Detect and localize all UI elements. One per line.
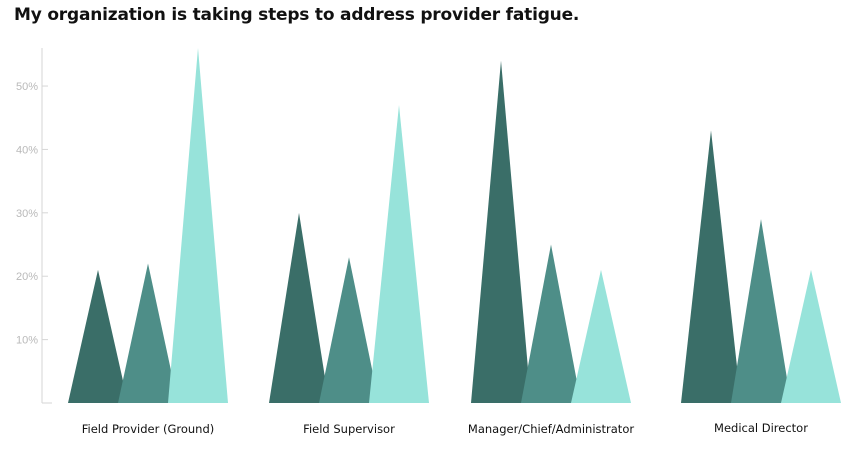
x-category-label: Field Supervisor: [303, 422, 395, 436]
bar-mark: [521, 244, 581, 403]
bar-mark: [168, 48, 228, 403]
bar-mark: [269, 212, 329, 403]
x-category-label: Field Provider (Ground): [82, 422, 214, 436]
chart-title: My organization is taking steps to addre…: [14, 5, 580, 25]
bar-mark: [681, 130, 741, 404]
bar-mark: [369, 105, 429, 403]
bar-mark: [781, 269, 841, 403]
bar-mark: [319, 257, 379, 403]
category-group: [471, 60, 631, 404]
category-group: [68, 48, 228, 403]
x-category-label: Medical Director: [714, 421, 808, 435]
x-category-label: Manager/Chief/Administrator: [468, 422, 634, 436]
category-group: [269, 105, 429, 403]
bar-mark: [731, 219, 791, 403]
y-tick-label: 40%: [16, 144, 38, 156]
y-tick-label: 20%: [16, 271, 38, 283]
bar-mark: [68, 269, 128, 403]
y-tick-label: 50%: [16, 81, 38, 93]
bar-mark: [471, 60, 531, 404]
bar-mark: [571, 269, 631, 403]
y-tick-label: 30%: [16, 208, 38, 220]
category-group: [681, 130, 841, 404]
bar-mark: [118, 263, 178, 403]
y-tick-label: 10%: [16, 335, 38, 347]
